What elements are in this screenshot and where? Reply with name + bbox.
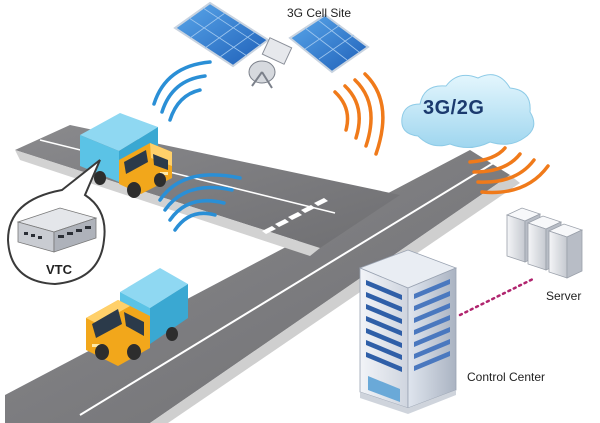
cell-site-label: 3G Cell Site	[287, 6, 351, 20]
signal-waves-top-truck	[154, 62, 210, 120]
control-center-label: Control Center	[467, 370, 545, 384]
solar-panel-right	[290, 15, 368, 72]
solar-panel-left	[175, 3, 268, 66]
signal-waves-satellite	[335, 74, 383, 154]
server-unit-3	[549, 224, 582, 278]
network-type-label: 3G/2G	[423, 97, 484, 120]
server-label: Server	[546, 289, 581, 303]
control-center-building	[360, 250, 456, 414]
vtc-label: VTC	[46, 262, 72, 277]
